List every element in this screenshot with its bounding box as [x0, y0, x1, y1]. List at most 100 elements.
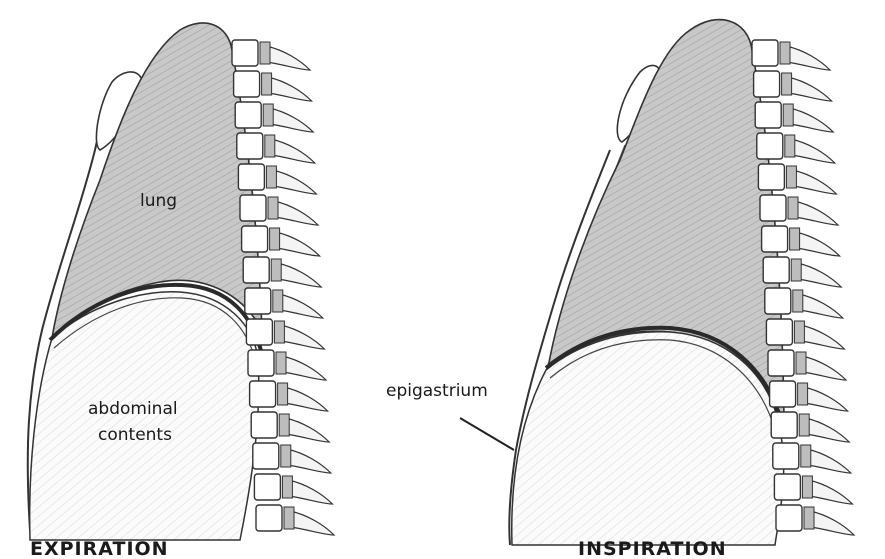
spinous-process — [800, 325, 844, 349]
vertebral-arch — [270, 228, 280, 250]
spinous-process — [284, 387, 328, 411]
spinous-process — [269, 108, 313, 132]
spinous-process — [791, 139, 835, 163]
spinous-process — [277, 263, 321, 287]
spinous-process — [794, 201, 838, 225]
vertebral-arch — [262, 73, 272, 95]
panel-expiration: lung abdominal contents EXPIRATION — [28, 23, 334, 559]
vertebra — [774, 474, 800, 500]
label-epigastrium: epigastrium — [386, 381, 488, 401]
vertebra — [766, 319, 792, 345]
spinous-process — [808, 480, 852, 504]
spinous-process — [272, 170, 316, 194]
spinous-process — [287, 449, 331, 473]
vertebra — [771, 412, 797, 438]
spinous-process — [799, 294, 843, 318]
vertebra — [256, 505, 282, 531]
lung — [52, 23, 262, 338]
vertebral-arch — [804, 507, 814, 529]
caption-expiration: EXPIRATION — [30, 538, 169, 559]
vertebral-arch — [279, 414, 289, 436]
vertebra — [773, 443, 799, 469]
vertebral-arch — [793, 290, 803, 312]
spinous-process — [280, 325, 324, 349]
spinous-process — [797, 263, 841, 287]
vertebra — [760, 195, 786, 221]
vertebra — [237, 133, 263, 159]
vertebra — [238, 164, 264, 190]
spinous-process — [290, 511, 334, 535]
vertebral-arch — [782, 73, 792, 95]
vertebra — [253, 443, 279, 469]
spinous-process — [276, 232, 320, 256]
spinous-process — [786, 46, 830, 70]
vertebra — [235, 102, 261, 128]
vertebra — [755, 102, 781, 128]
vertebral-arch — [281, 445, 291, 467]
vertebral-arch — [271, 259, 281, 281]
vertebra — [254, 474, 280, 500]
vertebral-arch — [273, 290, 283, 312]
vertebral-arch — [788, 197, 798, 219]
vertebral-arch — [282, 476, 292, 498]
spinous-process — [810, 511, 854, 535]
spinous-process — [802, 356, 846, 380]
vertebral-arch — [276, 352, 286, 374]
label-lung: lung — [140, 191, 177, 211]
caption-inspiration: INSPIRATION — [578, 538, 727, 559]
vertebra — [770, 381, 796, 407]
spinous-process — [271, 139, 315, 163]
vertebral-arch — [783, 104, 793, 126]
vertebral-arch — [802, 476, 812, 498]
vertebral-arch — [260, 42, 270, 64]
spinous-process — [789, 108, 833, 132]
spinous-process — [266, 46, 310, 70]
spinous-process — [274, 201, 318, 225]
spinous-process — [788, 77, 832, 101]
vertebra — [250, 381, 276, 407]
vertebra — [762, 226, 788, 252]
vertebral-arch — [791, 259, 801, 281]
vertebral-arch — [801, 445, 811, 467]
spinous-process — [285, 418, 329, 442]
vertebral-arch — [780, 42, 790, 64]
spinous-process — [804, 387, 848, 411]
vertebral-arch — [798, 383, 808, 405]
spinous-process — [805, 418, 849, 442]
vertebral-arch — [796, 352, 806, 374]
spinous-process — [288, 480, 332, 504]
vertebra — [240, 195, 266, 221]
vertebra — [234, 71, 260, 97]
spinous-process — [807, 449, 851, 473]
vertebra — [752, 40, 778, 66]
spinous-process — [268, 77, 312, 101]
spinous-process — [282, 356, 326, 380]
vertebral-arch — [799, 414, 809, 436]
vertebral-arch — [278, 383, 288, 405]
vertebral-arch — [790, 228, 800, 250]
vertebra — [757, 133, 783, 159]
vertebral-arch — [268, 197, 278, 219]
vertebra — [242, 226, 268, 252]
vertebra — [765, 288, 791, 314]
spinous-process — [279, 294, 323, 318]
vertebral-arch — [266, 166, 276, 188]
epigastrium-pointer — [460, 418, 514, 450]
vertebral-arch — [786, 166, 796, 188]
vertebra — [243, 257, 269, 283]
vertebra — [768, 350, 794, 376]
vertebra — [754, 71, 780, 97]
vertebra — [246, 319, 272, 345]
vertebral-arch — [274, 321, 284, 343]
vertebra — [232, 40, 258, 66]
spinous-process — [792, 170, 836, 194]
vertebral-arch — [284, 507, 294, 529]
label-abdominal: abdominal — [88, 399, 178, 419]
vertebra — [763, 257, 789, 283]
vertebra — [758, 164, 784, 190]
vertebra — [776, 505, 802, 531]
vertebral-arch — [265, 135, 275, 157]
vertebra — [245, 288, 271, 314]
vertebral-arch — [785, 135, 795, 157]
